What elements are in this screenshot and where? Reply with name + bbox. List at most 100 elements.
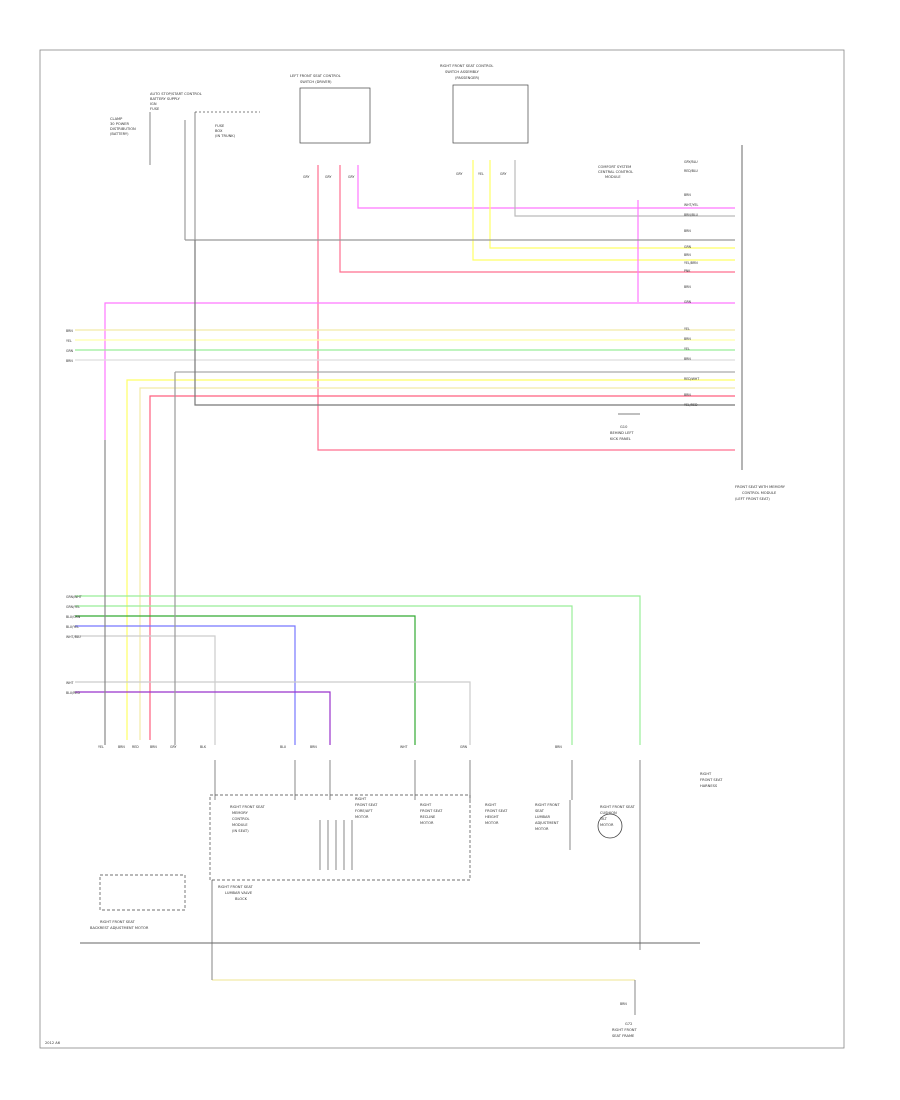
- right-wire-label-1: RED/BLU: [684, 169, 699, 173]
- left-front-seat-switch: LEFT FRONT SEAT CONTROL SWITCH (DRIVER) …: [290, 74, 371, 179]
- motors-area: [209, 760, 641, 950]
- g10-line-1: G10: [620, 425, 628, 429]
- footer-label: 2012 A6: [45, 1041, 61, 1045]
- fuse-line-1: FUSE: [215, 124, 225, 128]
- lower-wire-label2-0: WHT: [66, 681, 74, 685]
- wires: [75, 160, 735, 981]
- right-wire-label-18: YEL/RED: [684, 403, 698, 407]
- fuse-line-2: BOX: [215, 129, 223, 133]
- lower-wire-label-3: BLU/YEL: [66, 625, 79, 629]
- lower-wire-label-2: BLU/GRN: [66, 615, 81, 619]
- right-wire-label-0: GRY/BLU: [684, 160, 698, 164]
- right-wire-label-11: GRN: [684, 300, 692, 304]
- bottom-pin-1: BRN: [118, 745, 125, 749]
- right-wire-label-6: GRN: [684, 245, 692, 249]
- motor-4-line-1: CUSHION: [600, 811, 617, 815]
- bottom-pin-4: GRY: [170, 745, 176, 749]
- lfs-pin-3: GRY: [348, 175, 354, 179]
- bottom-pin-3: BRN: [150, 745, 157, 749]
- lower-wire-label-1: GRN/YEL: [66, 605, 80, 609]
- lower-module-1: RIGHT FRONT SEAT: [230, 805, 266, 809]
- motor-3-line-1: SEAT: [535, 809, 545, 813]
- left-wire-label-0: BRN: [66, 329, 73, 333]
- fsm-line-2: CONTROL MODULE: [742, 491, 777, 495]
- right-wire-label-17: BRN: [684, 393, 691, 397]
- right-wire-label-4: BRN/BLU: [684, 213, 699, 217]
- g10-line-2: BEHIND LEFT: [610, 431, 634, 435]
- auto-stop-supply: AUTO STOP/START CONTROL BATTERY SUPPLY I…: [110, 92, 260, 240]
- lower-module-3: CONTROL: [232, 817, 250, 821]
- motor-1-line-2: RECLINE: [420, 815, 436, 819]
- left-wire-labels: BRN YEL GRN BRN: [66, 329, 74, 363]
- motor-0-line-2: FORE/AFT: [355, 809, 373, 813]
- bottom-left-1: RIGHT FRONT SEAT: [100, 920, 136, 924]
- rfs-title-1: RIGHT FRONT SEAT CONTROL: [440, 64, 493, 68]
- right-wire-label-7: BRN: [684, 253, 691, 257]
- motor-2-line-0: RIGHT: [485, 803, 497, 807]
- lumbar-valve-2: LUMBAR VALVE: [225, 891, 253, 895]
- lower-left-wire-labels-2: WHT BLU/RED: [66, 681, 80, 695]
- lfs-title-1: LEFT FRONT SEAT CONTROL: [290, 74, 341, 78]
- left-wire-label-1: YEL: [66, 339, 72, 343]
- rfs-pin-2: YEL: [478, 172, 484, 176]
- right-wire-label-3: WHT/YEL: [684, 203, 699, 207]
- right-wire-label-2: BRN: [684, 193, 691, 197]
- right-wire-label-15: BRN: [684, 357, 691, 361]
- clamp-line-2: 30 POWER: [110, 122, 130, 126]
- g72-line-1: G72: [625, 1022, 632, 1026]
- lower-wire-label-4: WHT/BLU: [66, 635, 81, 639]
- right-wire-label-8: YEL/BRN: [684, 261, 698, 265]
- right-wire-label-5: BRN: [684, 229, 691, 233]
- supply-line-1: AUTO STOP/START CONTROL: [150, 92, 202, 96]
- lower-module-2: MEMORY: [232, 811, 249, 815]
- lfs-pin-1: GRY: [303, 175, 309, 179]
- diagram-frame: [39, 49, 845, 1049]
- right-wire-label-16: RED/WHT: [684, 377, 699, 381]
- harness-line-2: FRONT SEAT: [700, 778, 723, 782]
- motor-0-line-0: RIGHT: [355, 797, 367, 801]
- motor-1-line-0: RIGHT: [420, 803, 432, 807]
- left-wire-label-3: BRN: [66, 359, 73, 363]
- motor-3-line-4: MOTOR: [535, 827, 549, 831]
- g10-line-3: KICK PANEL: [610, 437, 631, 441]
- lumbar-valve-3: BLOCK: [235, 897, 248, 901]
- lower-module-5: (IN SEAT): [232, 829, 249, 833]
- clamp-line-3: DISTRIBUTION: [110, 127, 136, 131]
- g72-wire: BRN: [620, 1002, 627, 1006]
- left-wire-label-2: GRN: [66, 349, 74, 353]
- supply-line-4: FUSE: [150, 107, 160, 111]
- motor-3-line-0: RIGHT FRONT: [535, 803, 560, 807]
- rfs-title-2: SWITCH ASSEMBLY: [445, 70, 480, 74]
- motor-4-line-2: TILT: [599, 817, 608, 821]
- rfs-pin-1: GRY: [456, 172, 462, 176]
- bottom-pin-0: YEL: [98, 745, 104, 749]
- comfort-line-3: MODULE: [605, 175, 621, 179]
- bottom-left-2: BACKREST ADJUSTMENT MOTOR: [90, 926, 149, 930]
- clamp-line-1: CLAMP: [110, 117, 123, 121]
- comfort-line-2: CENTRAL CONTROL: [598, 170, 633, 174]
- right-wire-labels: GRY/BLU RED/BLU BRN WHT/YEL BRN/BLU BRN GRN BRN…: [684, 160, 699, 407]
- bottom-pin-2: RED: [132, 745, 139, 749]
- right-wire-label-9: PNK: [684, 269, 691, 273]
- bottom-pin-7: BRN: [310, 745, 317, 749]
- bottom-pin-9: GRN: [460, 745, 468, 749]
- motor-0-line-3: MOTOR: [355, 815, 369, 819]
- right-wire-label-13: BRN: [684, 337, 691, 341]
- fsm-line-1: FRONT SEAT WITH MEMORY: [735, 485, 786, 489]
- motor-4-line-3: MOTOR: [600, 823, 614, 827]
- lfs-pin-2: GRY: [325, 175, 331, 179]
- bottom-pin-6: BLU: [280, 745, 287, 749]
- harness-line-1: RIGHT: [700, 772, 712, 776]
- bottom-pin-10: BRN: [555, 745, 562, 749]
- rfs-title-3: (PASSENGER): [455, 76, 480, 80]
- lumbar-valve-1: RIGHT FRONT SEAT: [218, 885, 254, 889]
- ground-g72: BRN G72 RIGHT FRONT SEAT FRAME: [612, 980, 637, 1038]
- supply-line-2: BATTERY SUPPLY: [150, 97, 181, 101]
- lower-wire-label2-1: BLU/RED: [66, 691, 80, 695]
- motor-1-line-3: MOTOR: [420, 821, 434, 825]
- harness-line-3: HARNESS: [700, 784, 718, 788]
- motor-2-line-2: HEIGHT: [485, 815, 500, 819]
